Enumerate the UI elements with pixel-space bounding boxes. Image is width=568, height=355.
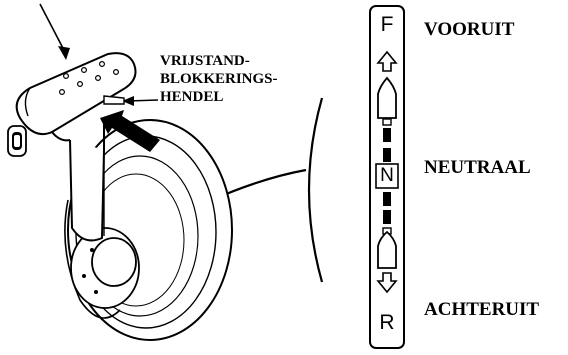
reverse-arrow-icon — [376, 272, 398, 294]
pointer-line — [39, 3, 67, 55]
forward-label: VOORUIT — [424, 19, 515, 40]
dash-icon — [383, 192, 391, 206]
shift-lever — [7, 52, 137, 287]
shift-indicator-strip — [369, 5, 405, 349]
forward-boat-icon — [377, 76, 397, 119]
dash-icon — [383, 210, 391, 224]
forward-arrow-icon — [376, 50, 398, 72]
neutral-label: NEUTRAAL — [424, 157, 531, 178]
neutral-letter: N — [380, 165, 394, 186]
lever-leader-arrowhead — [122, 96, 134, 106]
reverse-letter: R — [379, 311, 395, 334]
reverse-label: ACHTERUIT — [424, 299, 540, 320]
pointer-arrowhead — [58, 46, 70, 60]
handle-grip — [15, 52, 137, 136]
push-arrow — [100, 110, 160, 152]
lever-label-line3: HENDEL — [160, 89, 224, 105]
dash-icon — [383, 128, 391, 142]
neutral-lock-lever — [103, 95, 125, 105]
lever-label-line1: VRIJSTAND- — [160, 53, 250, 69]
lever-label-line2: BLOKKERINGS- — [160, 71, 278, 87]
neutral-box — [375, 163, 399, 189]
reverse-boat-icon — [377, 230, 397, 269]
neutral-lock-lever-label: VRIJSTAND- BLOKKERINGS- HENDEL — [160, 52, 278, 106]
magnifier-arc — [307, 97, 324, 283]
dash-icon — [383, 148, 391, 162]
forward-letter: F — [380, 13, 394, 36]
